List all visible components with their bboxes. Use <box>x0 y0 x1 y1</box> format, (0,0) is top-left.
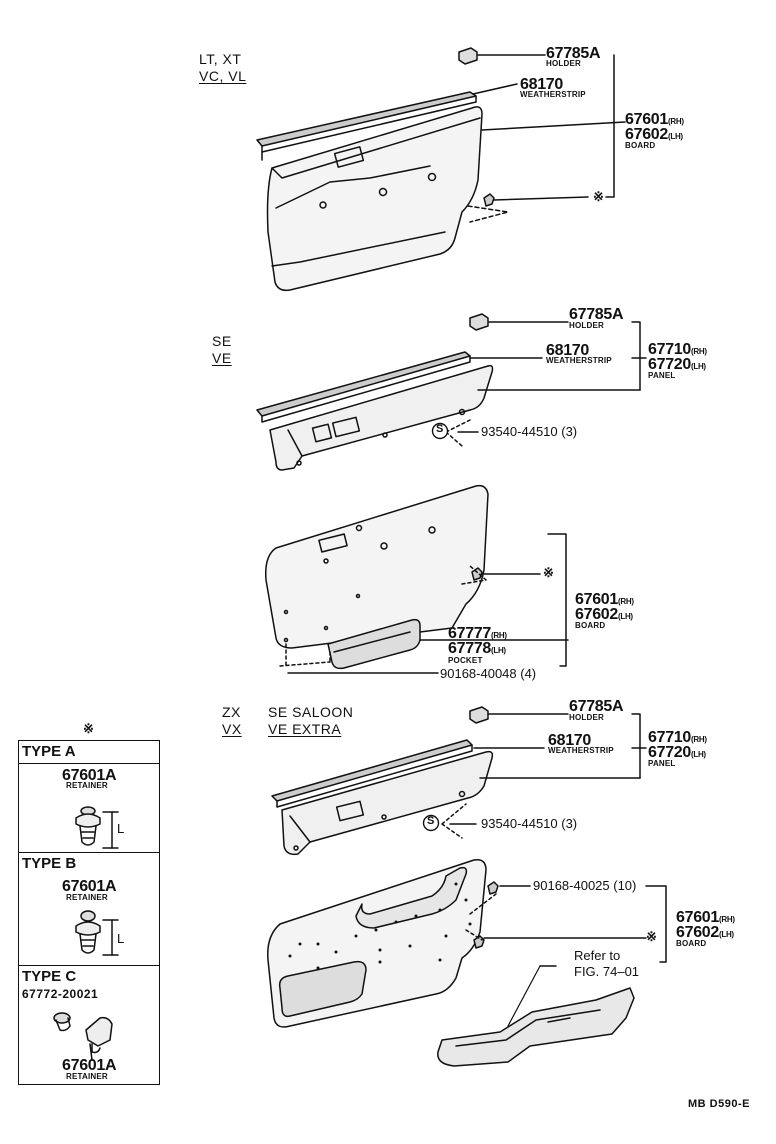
figure-code: MB D590-E <box>688 1098 750 1110</box>
holder-part-number: 67785A <box>569 306 624 323</box>
type-a-retainer-icon <box>75 806 119 849</box>
panel-lh-part-number: 67720(LH) <box>648 356 706 373</box>
screw-part-number: 93540-44510 (3) <box>481 816 578 831</box>
pocket-lh-part-number: 67778(LH) <box>448 640 506 657</box>
model-label-vc-vl: VC, VL <box>199 68 247 84</box>
clip-part-number: 90168-40048 (4) <box>440 666 537 681</box>
weatherstrip-part-number: 68170 <box>520 76 563 93</box>
board-lh-part-number: 67602(LH) <box>676 924 734 941</box>
board-rh-part-number: 67601(RH) <box>625 111 684 128</box>
board-part-name: BOARD <box>625 141 656 150</box>
type-a-dimension-label: L <box>117 821 125 836</box>
screw-symbol-icon <box>431 422 449 440</box>
legend-drawing <box>53 806 119 1061</box>
pocket-part-name: POCKET <box>448 656 483 665</box>
type-b-title: TYPE B <box>22 855 77 872</box>
type-b-part-name: RETAINER <box>66 893 108 902</box>
panel-rh-part-number: 67710(RH) <box>648 729 707 746</box>
model-label-ve-extra: VE EXTRA <box>268 721 342 737</box>
type-c-extra-part-number: 67772-20021 <box>22 987 99 1001</box>
type-a-title: TYPE A <box>22 743 76 760</box>
model-label-se-saloon: SE SALOON <box>268 704 354 720</box>
board-part-name: BOARD <box>575 621 606 630</box>
type-c-part-name: RETAINER <box>66 1072 108 1081</box>
board-rh-part-number: 67601(RH) <box>676 909 735 926</box>
panel-lh-part-number: 67720(LH) <box>648 744 706 761</box>
legend-box-top-row <box>18 740 160 764</box>
door-panel-2 <box>269 364 494 471</box>
model-label-vx: VX <box>222 721 242 737</box>
type-b-dimension-label: L <box>117 931 125 946</box>
legend-divider <box>18 852 160 853</box>
model-label-ve: VE <box>212 350 232 366</box>
weatherstrip-part-name: WEATHERSTRIP <box>520 90 586 99</box>
type-c-parts-icon <box>53 1012 113 1061</box>
armrest-part <box>437 987 635 1067</box>
holder-part-number: 67785A <box>546 45 601 62</box>
door-board-1 <box>266 106 483 292</box>
refer-figure-link[interactable]: FIG. 74–01 <box>574 964 640 979</box>
weatherstrip-part-number: 68170 <box>546 342 589 359</box>
holder-part-2 <box>469 313 489 331</box>
section-2-drawing <box>256 313 647 674</box>
holder-part-number: 67785A <box>569 698 624 715</box>
section-1-drawing <box>256 47 626 292</box>
board-part-name: BOARD <box>676 939 707 948</box>
legend-divider <box>18 965 160 966</box>
screw-symbol-label: S <box>436 423 444 435</box>
section-3-drawing <box>267 706 667 1067</box>
model-label-se: SE <box>212 333 232 349</box>
refer-to-label: Refer to <box>574 948 621 963</box>
holder-part-name: HOLDER <box>546 59 581 68</box>
type-a-part-name: RETAINER <box>66 781 108 790</box>
door-pocket-2 <box>327 618 421 670</box>
legend-marker-icon: ※ <box>83 721 94 736</box>
holder-part-3 <box>469 706 489 724</box>
panel-part-name: PANEL <box>648 759 676 768</box>
screw-symbol-label: S <box>427 815 435 827</box>
type-b-part-number: 67601A <box>62 878 117 895</box>
clip-part-number: 90168-40025 (10) <box>533 878 637 893</box>
model-label-zx: ZX <box>222 704 241 720</box>
type-b-retainer-icon <box>75 910 119 956</box>
retainer-legend-box <box>18 740 160 1085</box>
type-c-part-number: 67601A <box>62 1057 117 1074</box>
weatherstrip-part-name: WEATHERSTRIP <box>546 356 612 365</box>
type-c-title: TYPE C <box>22 968 77 985</box>
panel-part-name: PANEL <box>648 371 676 380</box>
board-lh-part-number: 67602(LH) <box>575 606 633 623</box>
retainer-clip-1 <box>483 193 495 207</box>
retainer-marker-icon: ※ <box>646 929 657 944</box>
board-rh-part-number: 67601(RH) <box>575 591 634 608</box>
pocket-rh-part-number: 67777(RH) <box>448 625 507 642</box>
retainer-marker-icon: ※ <box>543 565 554 580</box>
type-a-part-number: 67601A <box>62 767 117 784</box>
screw-part-number: 93540-44510 (3) <box>481 424 578 439</box>
model-label-lt-xt: LT, XT <box>199 51 242 67</box>
door-board-2 <box>264 484 489 649</box>
holder-part-name: HOLDER <box>569 713 604 722</box>
door-panel-3 <box>281 750 494 856</box>
panel-rh-part-number: 67710(RH) <box>648 341 707 358</box>
holder-part-1 <box>458 47 478 65</box>
weatherstrip-part-name: WEATHERSTRIP <box>548 746 614 755</box>
screw-symbol-icon <box>422 814 440 832</box>
holder-part-name: HOLDER <box>569 321 604 330</box>
retainer-marker-icon: ※ <box>593 189 604 204</box>
weatherstrip-part-number: 68170 <box>548 732 591 749</box>
board-lh-part-number: 67602(LH) <box>625 126 683 143</box>
